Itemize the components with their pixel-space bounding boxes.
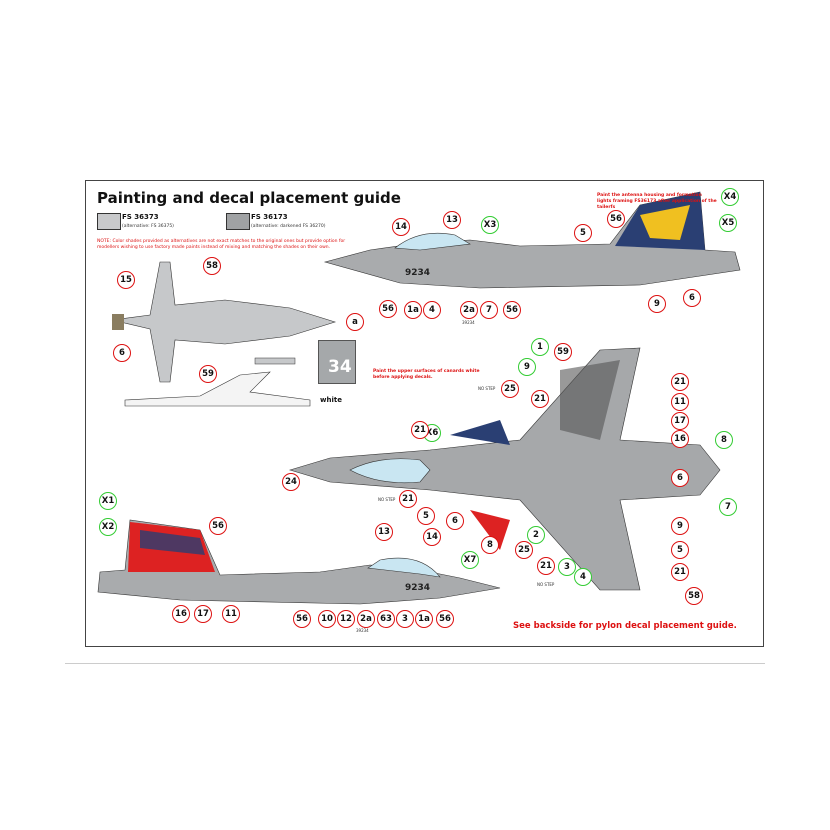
guide-sheet bbox=[85, 180, 764, 647]
no-step-label: NO STEP bbox=[378, 497, 396, 502]
no-step-label: NO STEP bbox=[537, 582, 555, 587]
red-callout-9: 9 bbox=[648, 295, 666, 313]
green-callout-9: 9 bbox=[518, 358, 536, 376]
red-callout-56: 56 bbox=[436, 610, 454, 628]
underside-plan-aircraft bbox=[288, 347, 721, 591]
color-note: NOTE: Color shades provided as alternati… bbox=[97, 239, 346, 250]
red-callout-56: 56 bbox=[607, 210, 625, 228]
red-callout-21: 21 bbox=[537, 557, 555, 575]
red-callout-13: 13 bbox=[375, 523, 393, 541]
red-callout-58: 58 bbox=[203, 257, 221, 275]
serial-small: 39234 bbox=[462, 320, 475, 325]
box-number: 34 bbox=[328, 357, 352, 377]
red-callout-2a: 2a bbox=[460, 301, 478, 319]
red-callout-12: 12 bbox=[337, 610, 355, 628]
red-callout-5: 5 bbox=[574, 224, 592, 242]
red-callout-14: 14 bbox=[423, 528, 441, 546]
color-code: FS 36173 bbox=[251, 213, 288, 221]
red-callout-6: 6 bbox=[446, 512, 464, 530]
red-callout-21: 21 bbox=[531, 390, 549, 408]
green-callout-3: 3 bbox=[558, 558, 576, 576]
red-callout-17: 17 bbox=[671, 412, 689, 430]
green-callout-2: 2 bbox=[527, 526, 545, 544]
serial-number: 9234 bbox=[405, 268, 431, 278]
red-callout-1a: 1a bbox=[404, 301, 422, 319]
backside-note: See backside for pylon decal placement g… bbox=[513, 621, 737, 631]
red-callout-16: 16 bbox=[671, 430, 689, 448]
red-callout-16: 16 bbox=[172, 605, 190, 623]
red-callout-14: 14 bbox=[392, 218, 410, 236]
red-callout-11: 11 bbox=[671, 393, 689, 411]
red-callout-25: 25 bbox=[515, 541, 533, 559]
red-callout-5: 5 bbox=[417, 507, 435, 525]
red-callout-15: 15 bbox=[117, 271, 135, 289]
red-callout-21: 21 bbox=[411, 421, 429, 439]
color-alternative: (alternative: FS 36375) bbox=[122, 224, 174, 229]
green-callout-7: 7 bbox=[719, 498, 737, 516]
green-callout-x4: X4 bbox=[721, 188, 739, 206]
green-callout-1: 1 bbox=[531, 338, 549, 356]
red-callout-13: 13 bbox=[443, 211, 461, 229]
green-callout-x2: X2 bbox=[99, 518, 117, 536]
red-callout-2a: 2a bbox=[357, 610, 375, 628]
red-callout-5: 5 bbox=[671, 541, 689, 559]
red-callout-21: 21 bbox=[399, 490, 417, 508]
no-step-label: NO STEP bbox=[478, 386, 496, 391]
red-callout-56: 56 bbox=[503, 301, 521, 319]
red-callout-9: 9 bbox=[671, 517, 689, 535]
red-callout-6: 6 bbox=[671, 469, 689, 487]
side-view-right-aircraft bbox=[323, 191, 741, 289]
white-label: white bbox=[320, 396, 342, 404]
red-callout-10: 10 bbox=[318, 610, 336, 628]
green-callout-8: 8 bbox=[715, 431, 733, 449]
side-view-left-aircraft bbox=[97, 519, 501, 605]
red-callout-a: a bbox=[346, 313, 364, 331]
red-callout-56: 56 bbox=[379, 300, 397, 318]
page-title: Painting and decal placement guide bbox=[97, 189, 401, 207]
green-callout-4: 4 bbox=[574, 568, 592, 586]
red-callout-25: 25 bbox=[501, 380, 519, 398]
green-callout-x3: X3 bbox=[481, 216, 499, 234]
color-swatch-fs36173 bbox=[226, 213, 250, 230]
red-callout-59: 59 bbox=[199, 365, 217, 383]
red-callout-24: 24 bbox=[282, 473, 300, 491]
tail-view-white bbox=[124, 357, 311, 407]
red-callout-6: 6 bbox=[683, 289, 701, 307]
green-callout-x5: X5 bbox=[719, 214, 737, 232]
color-code: FS 36373 bbox=[122, 213, 159, 221]
red-callout-17: 17 bbox=[194, 605, 212, 623]
color-swatch-fs36373 bbox=[97, 213, 121, 230]
antenna-note: Paint the antenna housing and formation … bbox=[597, 193, 717, 210]
top-plan-aircraft bbox=[111, 261, 337, 383]
red-callout-59: 59 bbox=[554, 343, 572, 361]
green-callout-x1: X1 bbox=[99, 492, 117, 510]
red-callout-58: 58 bbox=[685, 587, 703, 605]
red-callout-6: 6 bbox=[113, 344, 131, 362]
number-34-box: 34 bbox=[318, 340, 356, 384]
red-callout-7: 7 bbox=[480, 301, 498, 319]
red-callout-56: 56 bbox=[293, 610, 311, 628]
red-callout-63: 63 bbox=[377, 610, 395, 628]
serial-number: 9234 bbox=[405, 583, 431, 593]
green-callout-x7: X7 bbox=[461, 551, 479, 569]
red-callout-56: 56 bbox=[209, 517, 227, 535]
red-callout-8: 8 bbox=[481, 536, 499, 554]
canards-note: Paint the upper surfaces of canards whit… bbox=[373, 369, 480, 380]
red-callout-21: 21 bbox=[671, 373, 689, 391]
red-callout-3: 3 bbox=[396, 610, 414, 628]
red-callout-4: 4 bbox=[423, 301, 441, 319]
serial-small: 39234 bbox=[356, 628, 369, 633]
divider bbox=[65, 663, 765, 664]
red-callout-11: 11 bbox=[222, 605, 240, 623]
red-callout-1a: 1a bbox=[415, 610, 433, 628]
color-alternative: (alternative: darkened FS 36270) bbox=[251, 224, 326, 229]
red-callout-21: 21 bbox=[671, 563, 689, 581]
